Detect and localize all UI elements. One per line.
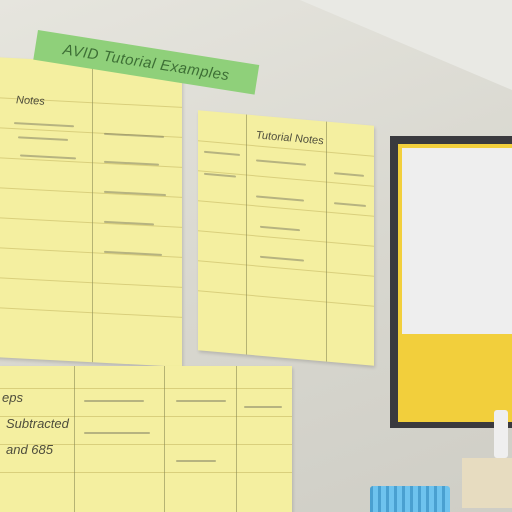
chart-paper-top-left: Notes (0, 57, 182, 367)
chart-label: and 685 (6, 442, 53, 457)
chart-paper-top-right: Tutorial Notes (198, 110, 374, 366)
chart-paper-bottom-left: eps Subtracted and 685 (0, 366, 292, 512)
bulletin-board (390, 136, 512, 428)
chart-label: Subtracted (6, 416, 69, 431)
chart-header: Tutorial Notes (256, 129, 324, 148)
cardboard-box (462, 458, 512, 508)
wall-hook (494, 410, 508, 458)
chart-header: Notes (16, 94, 45, 108)
blue-basket (370, 486, 450, 512)
chart-label: eps (2, 390, 23, 405)
board-paper (402, 148, 512, 334)
